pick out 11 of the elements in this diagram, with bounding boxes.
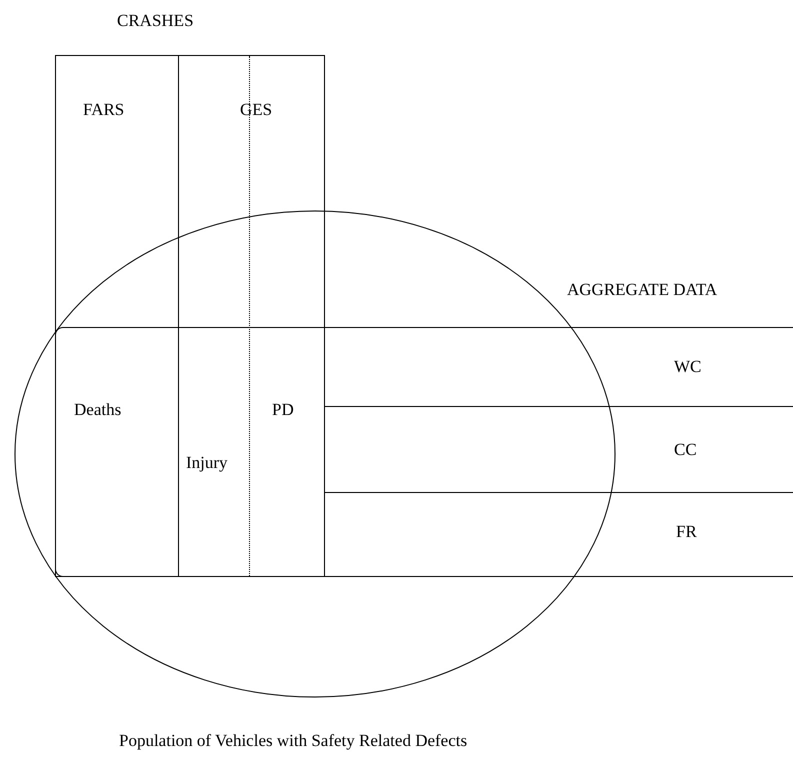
- column-heading: GES: [240, 100, 272, 120]
- cell-label: Deaths: [74, 400, 122, 420]
- cell-label: PD: [272, 400, 294, 420]
- row-label: CC: [674, 440, 697, 460]
- row-label: WC: [674, 357, 702, 377]
- cell-label: Injury: [186, 453, 228, 473]
- ellipse-caption: Population of Vehicles with Safety Related Defects: [119, 731, 468, 751]
- column-heading: FARS: [83, 100, 124, 120]
- row-label: FR: [676, 522, 697, 542]
- region-heading: CRASHES: [117, 11, 194, 31]
- band-heading: AGGREGATE DATA: [567, 280, 718, 300]
